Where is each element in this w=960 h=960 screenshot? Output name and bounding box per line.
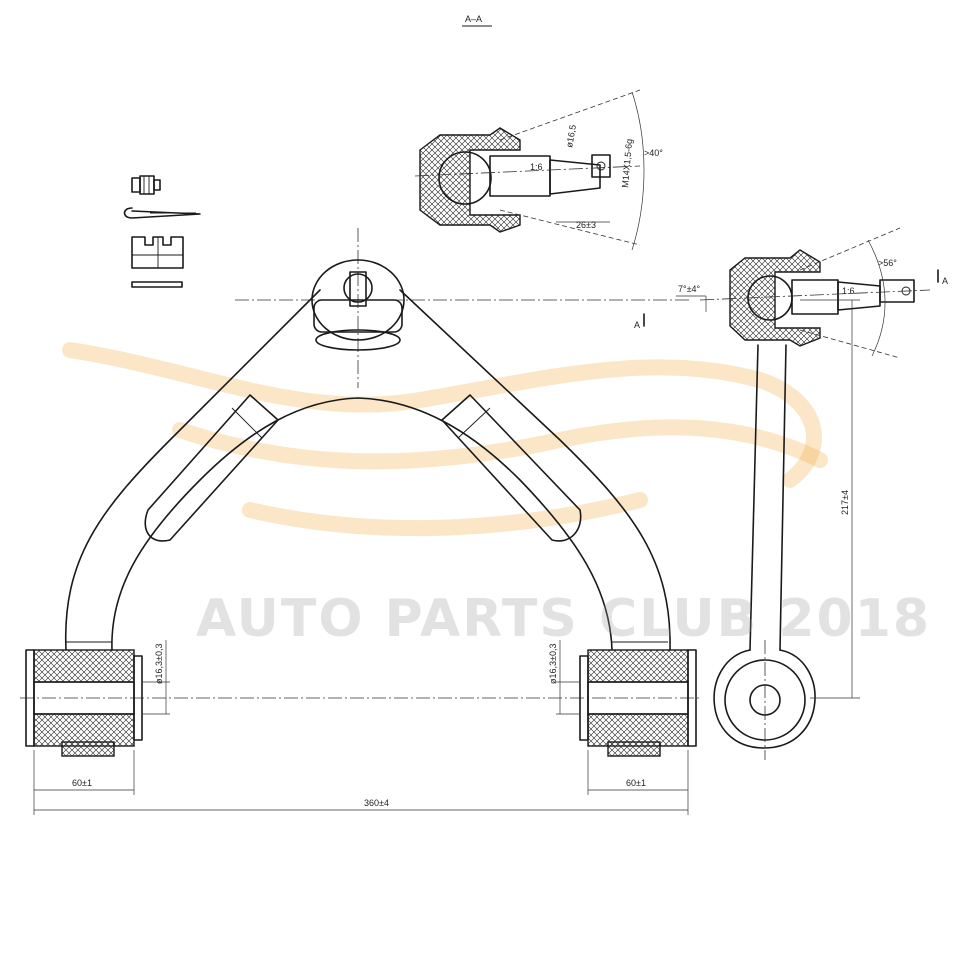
castle-nut: [131, 236, 184, 269]
main-view-dimensions: 60±1 60±1 360±4 ø16,3±0,3 ø16,3±0,3: [33, 640, 689, 815]
left-bushing: [25, 641, 143, 757]
dim-height: 217±4: [840, 490, 850, 515]
dim-angle-side: >56°: [878, 258, 897, 268]
dim-bore-left: ø16,3±0,3: [154, 644, 164, 684]
watermark-logo: [62, 342, 828, 537]
dim-tilt-angle: 7°±4°: [678, 284, 701, 294]
section-mark-left: A: [634, 320, 640, 330]
right-bushing: [579, 641, 697, 757]
control-arm-main-view: [20, 228, 700, 757]
washer: [131, 281, 183, 288]
dim-taper-top: 1:6: [530, 162, 543, 172]
dim-overall-length: 360±4: [364, 798, 389, 808]
dim-angle-top: >40°: [644, 148, 663, 158]
section-label: A–A: [465, 14, 482, 24]
watermark-text: AUTO PARTS CLUB 2018: [196, 589, 931, 649]
dim-right-bushing-length: 60±1: [626, 778, 646, 788]
section-mark-right: A: [942, 276, 948, 286]
ball-joint-section-view: ø16,5 M14X1,5-6g 1:6 >40° 26±3: [414, 89, 663, 251]
side-view: 1:6 >56° 7°±4° 217±4 A A: [634, 227, 948, 760]
dim-stud-diameter: ø16,5: [564, 124, 578, 148]
dim-stud-length: 26±3: [576, 220, 596, 230]
dim-bore-right: ø16,3±0,3: [548, 644, 558, 684]
grease-nipple: [131, 175, 161, 195]
dim-taper-side: 1:6: [842, 286, 855, 296]
dim-left-bushing-length: 60±1: [72, 778, 92, 788]
hardware-parts: [123, 175, 201, 288]
cotter-pin: [123, 207, 201, 219]
dim-thread: M14X1,5-6g: [620, 138, 634, 188]
